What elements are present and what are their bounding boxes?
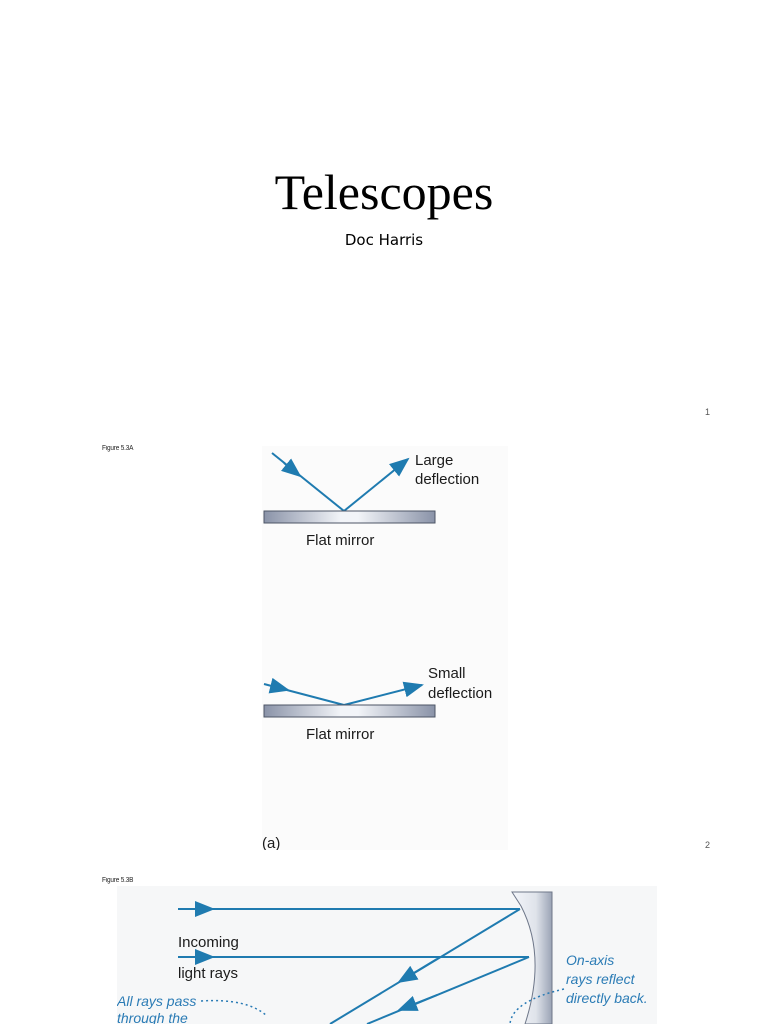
figure-label-5-3b: Figure 5.3B bbox=[102, 877, 134, 884]
large-label-1: Large bbox=[415, 452, 453, 469]
reflected-ray-large bbox=[343, 457, 410, 512]
incident-arrow-large bbox=[280, 458, 302, 478]
reflected-arrow-2 bbox=[397, 994, 438, 1011]
panel-label-a: (a) bbox=[262, 835, 280, 850]
reflected-ray-small bbox=[343, 681, 424, 706]
onaxis-note-3: directly back. bbox=[566, 990, 648, 1006]
allrays-note-2: through the bbox=[117, 1010, 188, 1024]
incident-arrow-small bbox=[268, 677, 290, 694]
allrays-note-1: All rays pass bbox=[117, 993, 196, 1009]
small-deflection-diagram: Small deflection Flat mirror bbox=[263, 665, 492, 743]
allrays-callout-line bbox=[200, 999, 268, 1017]
slide-title: Telescopes bbox=[274, 164, 494, 220]
figure-5-3b-panel: Incoming light rays On-axis rays reflect… bbox=[116, 886, 657, 1026]
figure-5-3a-panel: Large deflection Flat mirror Small defle… bbox=[262, 446, 508, 852]
large-deflection-diagram: Large deflection Flat mirror bbox=[263, 452, 479, 549]
figure-label-5-3a: Figure 5.3A bbox=[102, 445, 134, 452]
flat-mirror-bottom bbox=[263, 704, 436, 718]
incoming-label-1: Incoming bbox=[178, 934, 239, 951]
small-label-2: deflection bbox=[428, 685, 492, 702]
incoming-label-2: light rays bbox=[178, 965, 238, 982]
small-label-1: Small bbox=[428, 665, 466, 682]
page-number-1: 1 bbox=[705, 407, 711, 417]
reflected-arrow-1 bbox=[397, 958, 438, 984]
incident-ray-large bbox=[271, 452, 345, 512]
onaxis-note-2: rays reflect bbox=[566, 971, 636, 987]
flat-mirror-top bbox=[263, 510, 436, 524]
flat-mirror-label-top: Flat mirror bbox=[306, 532, 374, 549]
page-number-2: 2 bbox=[705, 840, 711, 850]
figure-5-3a-diagram: Large deflection Flat mirror Small defle… bbox=[262, 452, 492, 852]
slide-author: Doc Harris bbox=[344, 231, 424, 249]
figure-5-3b-diagram: Incoming light rays On-axis rays reflect… bbox=[116, 891, 648, 1026]
large-label-2: deflection bbox=[415, 471, 479, 488]
onaxis-note-1: On-axis bbox=[566, 952, 614, 968]
flat-mirror-label-bottom: Flat mirror bbox=[306, 726, 374, 743]
reflected-ray-2 bbox=[366, 956, 530, 1025]
